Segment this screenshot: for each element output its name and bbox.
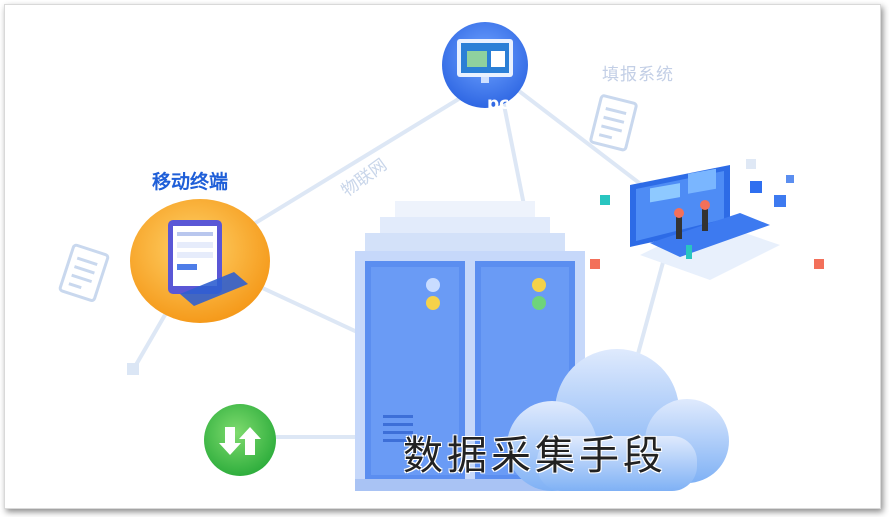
pc-label: pc — [487, 94, 510, 114]
tablet-icon — [130, 199, 270, 323]
corner-node-icon — [127, 363, 139, 375]
fill-system-label: 填报系统 — [602, 65, 674, 85]
document-icon — [589, 94, 638, 152]
up-down-arrows-icon — [204, 404, 276, 476]
document-icon-left — [58, 243, 110, 302]
dashboard-platform-icon — [590, 159, 824, 280]
pc-monitor-icon — [442, 22, 528, 108]
link-dashboard-cloud — [633, 254, 667, 366]
cloud-icon — [507, 349, 729, 491]
mobile-label: 移动终端 — [152, 171, 229, 193]
diagram-canvas: pc 填报系统 移动终端 — [4, 4, 881, 509]
diagram-title: 数据采集手段 — [403, 433, 667, 479]
link-pc-dashboard — [496, 73, 657, 197]
